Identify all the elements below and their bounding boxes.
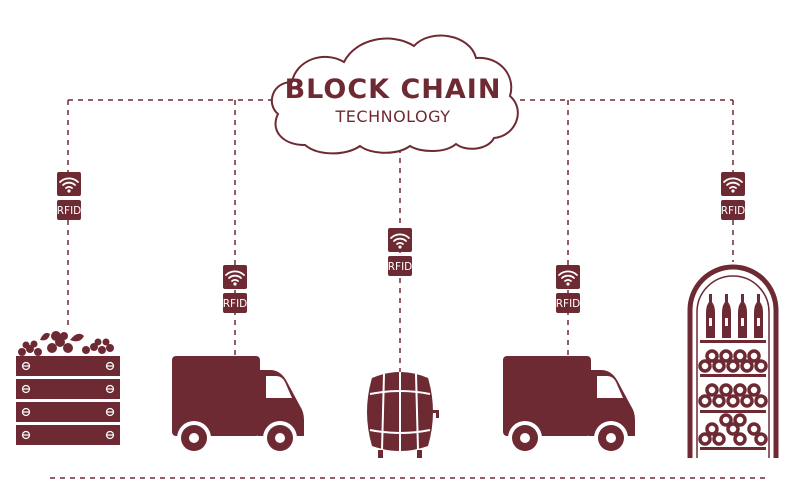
rfid-tag-2: RFID	[223, 265, 248, 313]
rfid-tag-1: RFID	[57, 172, 82, 220]
rfid-tag-5: RFID	[721, 172, 746, 220]
cloud-subtitle: TECHNOLOGY	[335, 107, 451, 126]
wine-rack-icon	[687, 264, 779, 458]
rfid-tag-3: RFID	[388, 228, 413, 276]
rfid-label: RFID	[388, 261, 413, 273]
barrel-icon	[367, 372, 439, 458]
truck-icon	[503, 356, 635, 455]
rfid-label: RFID	[57, 205, 82, 217]
rfid-tag-4: RFID	[556, 265, 581, 313]
truck-icon	[172, 356, 304, 455]
grape-crate-icon	[16, 331, 120, 445]
cloud-title: BLOCK CHAIN	[285, 74, 502, 105]
cloud-icon	[270, 34, 519, 155]
rfid-label: RFID	[721, 205, 746, 217]
rfid-label: RFID	[223, 298, 248, 310]
rfid-label: RFID	[556, 298, 581, 310]
